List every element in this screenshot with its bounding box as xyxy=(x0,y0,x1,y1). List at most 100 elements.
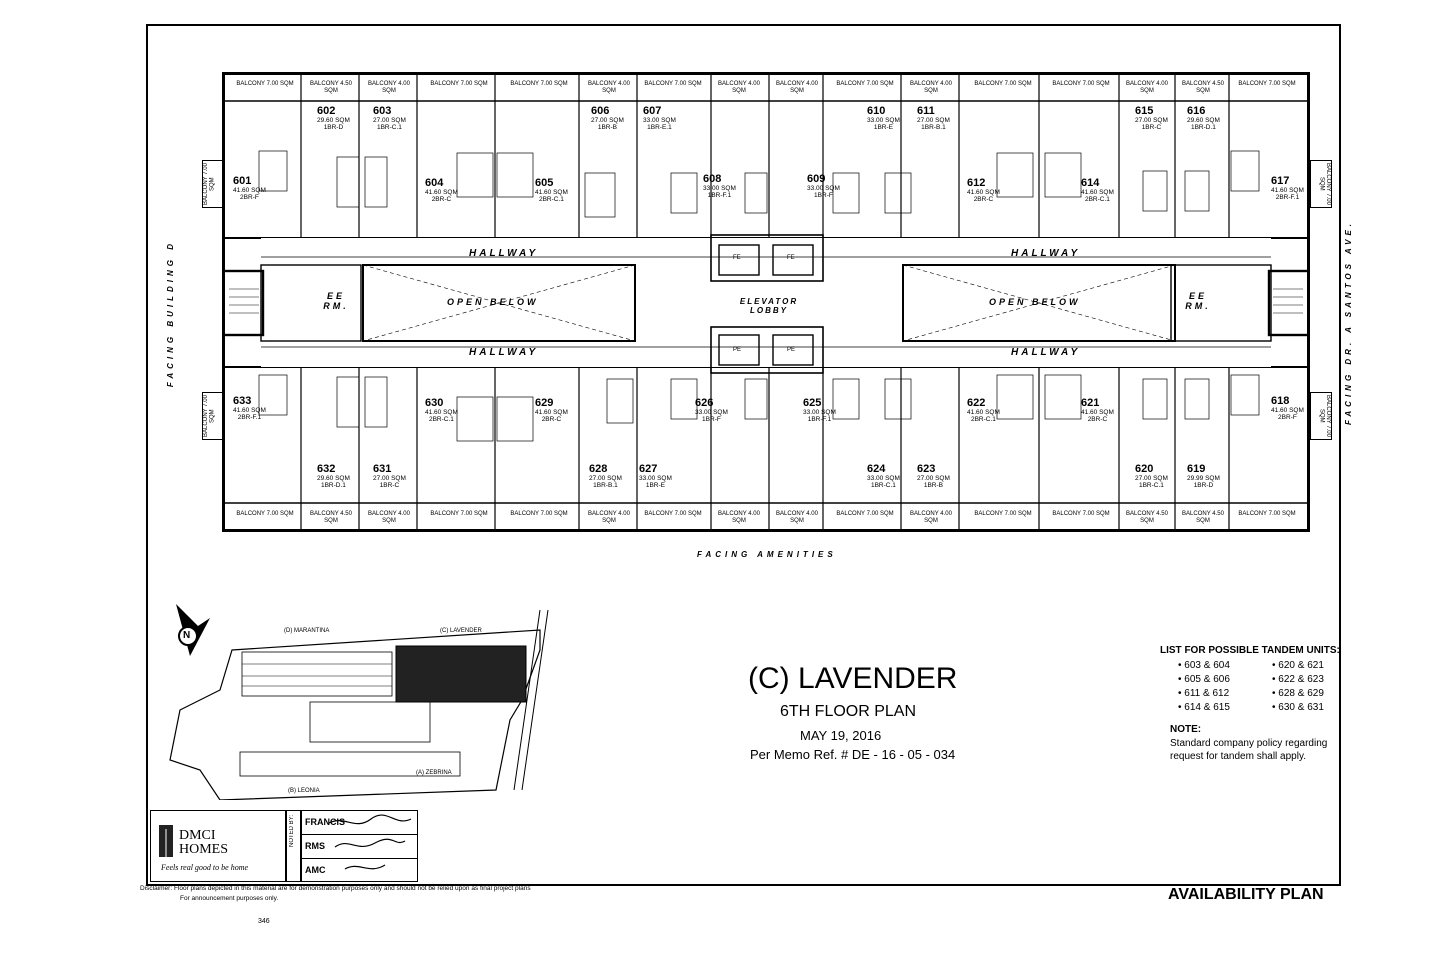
unit-type: 1BR-E.1 xyxy=(647,124,672,131)
balcony-label: BALCONY 4.00 SQM xyxy=(588,511,630,524)
balcony-label-side: BALCONY 7.00 SQM xyxy=(1310,160,1332,208)
unit-number: 611 xyxy=(917,105,935,117)
balcony-label: BALCONY 4.00 SQM xyxy=(368,81,410,94)
unit-number: 618 xyxy=(1271,395,1290,407)
unit-type: 1BR-B xyxy=(597,124,618,131)
unit-type: 1BR-D xyxy=(1193,482,1214,489)
balcony-label: BALCONY 4.00 SQM xyxy=(1126,81,1168,94)
unit-area: 41.60 SQM xyxy=(967,189,1000,196)
tandem-item: • 603 & 604 xyxy=(1178,660,1230,671)
signoff-table: FRANCIS RMS AMC xyxy=(300,810,418,882)
note-heading: NOTE: xyxy=(1170,724,1202,735)
unit-type: 1BR-D.1 xyxy=(1190,124,1216,131)
unit-area: 41.60 SQM xyxy=(1271,187,1304,194)
unit-area: 33.00 SQM xyxy=(867,117,900,124)
unit-type: 2BR-F.1 xyxy=(237,414,262,421)
unit-type: 1BR-D.1 xyxy=(320,482,346,489)
ee-room-label-left: EE RM. xyxy=(323,291,349,311)
unit-type: 1BR-C.1 xyxy=(376,124,402,131)
elevator-tag: FE xyxy=(733,255,741,261)
brand-box: DMCI HOMES Feels real good to be home xyxy=(150,810,286,882)
unit-number: 610 xyxy=(867,105,886,117)
tandem-item: • 630 & 631 xyxy=(1272,702,1324,713)
unit-area: 41.60 SQM xyxy=(425,189,458,196)
open-below-label-right: OPEN BELOW xyxy=(989,297,1081,307)
unit-type: 2BR-C.1 xyxy=(538,196,564,203)
tandem-item: • 622 & 623 xyxy=(1272,674,1324,685)
unit-number: 616 xyxy=(1187,105,1206,117)
memo-reference: Per Memo Ref. # DE - 16 - 05 - 034 xyxy=(750,747,956,762)
unit-area: 33.00 SQM xyxy=(807,185,840,192)
balcony-label: BALCONY 4.00 SQM xyxy=(910,511,952,524)
unit-number: 631 xyxy=(373,463,392,475)
unit-type: 2BR-F xyxy=(1278,414,1297,421)
balcony-label: BALCONY 4.00 SQM xyxy=(776,511,818,524)
unit-area: 33.00 SQM xyxy=(867,475,900,482)
disclaimer-line: Disclaimer: Floor plans depicted in this… xyxy=(140,885,531,892)
unit-area: 27.00 SQM xyxy=(917,117,950,124)
disclaimer-line: For announcement purposes only. xyxy=(180,895,279,902)
unit-number: 630 xyxy=(425,397,444,409)
unit-type: 2BR-C.1 xyxy=(970,416,996,423)
tandem-item: • 614 & 615 xyxy=(1178,702,1230,713)
unit-number: 623 xyxy=(917,463,936,475)
tandem-item: • 605 & 606 xyxy=(1178,674,1230,685)
handwritten-signatures xyxy=(328,814,412,870)
balcony-label: BALCONY 7.00 SQM xyxy=(430,81,488,87)
balcony-label: BALCONY 7.00 SQM xyxy=(236,511,294,517)
unit-number: 606 xyxy=(591,105,610,117)
unit-number: 601 xyxy=(233,175,252,187)
unit-number: 632 xyxy=(317,463,336,475)
signoff-box: DMCI HOMES Feels real good to be home NO… xyxy=(150,810,420,882)
unit-type: 1BR-F xyxy=(814,192,833,199)
unit-area: 33.00 SQM xyxy=(695,409,728,416)
note-line: Standard company policy regarding xyxy=(1170,738,1328,749)
balcony-label: BALCONY 4.00 SQM xyxy=(718,511,760,524)
unit-area: 27.00 SQM xyxy=(373,475,406,482)
unit-number: 605 xyxy=(535,177,554,189)
unit-number: 612 xyxy=(967,177,986,189)
floor-plan-drawing xyxy=(225,75,1307,529)
unit-type: 1BR-E xyxy=(873,124,894,131)
unit-area: 33.00 SQM xyxy=(703,185,736,192)
dmci-logo-icon xyxy=(159,825,173,863)
elevator-tag: PE xyxy=(733,347,742,353)
unit-area: 27.00 SQM xyxy=(1135,117,1168,124)
unit-type: 2BR-C xyxy=(431,196,452,203)
signoff-name: FRANCIS xyxy=(305,817,345,827)
brand-name: DMCI HOMES xyxy=(179,828,229,857)
unit-area: 41.60 SQM xyxy=(233,187,266,194)
brand-tagline: Feels real good to be home xyxy=(161,863,249,872)
unit-type: 1BR-B.1 xyxy=(921,124,946,131)
unit-area: 41.60 SQM xyxy=(233,407,266,414)
unit-type: 2BR-C.1 xyxy=(1084,196,1110,203)
site-label: (B) LEONIA xyxy=(288,788,320,794)
unit-area: 27.00 SQM xyxy=(373,117,406,124)
unit-number: 608 xyxy=(703,173,722,185)
unit-number: 614 xyxy=(1081,177,1100,189)
unit-number: 604 xyxy=(425,177,444,189)
unit-area: 41.60 SQM xyxy=(535,189,568,196)
unit-type: 1BR-C.1 xyxy=(1138,482,1164,489)
balcony-label: BALCONY 4.00 SQM xyxy=(718,81,760,94)
balcony-label: BALCONY 7.00 SQM xyxy=(974,511,1032,517)
balcony-label-side: BALCONY 7.00 SQM xyxy=(202,160,224,208)
unit-number: 615 xyxy=(1135,105,1154,117)
unit-number: 625 xyxy=(803,397,822,409)
balcony-label-side: BALCONY 7.00 SQM xyxy=(1310,392,1332,440)
